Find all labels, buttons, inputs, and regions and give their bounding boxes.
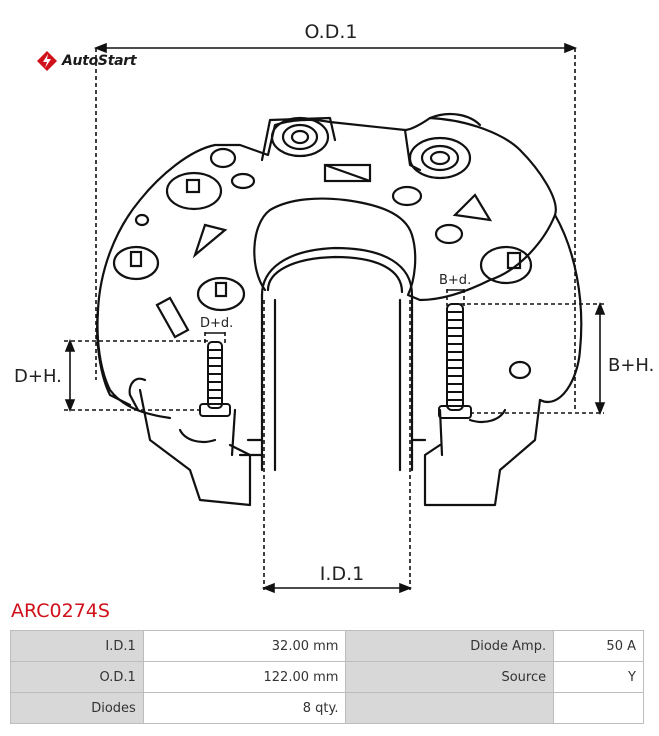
id-label: I.D.1 (320, 563, 364, 585)
table-row: O.D.1 122.00 mm Source Y (10, 661, 644, 693)
table-row: I.D.1 32.00 mm Diode Amp. 50 A (10, 630, 644, 662)
od-label: O.D.1 (305, 21, 358, 43)
bh-label: B+H. (608, 355, 654, 376)
rectifier-outline (96, 116, 557, 420)
spec-value: 50 A (553, 630, 644, 662)
spec-label: Diodes (10, 692, 144, 724)
spec-value: 122.00 mm (142, 661, 347, 693)
spec-label: Source (345, 661, 555, 693)
spec-label: O.D.1 (10, 661, 144, 693)
spec-label: Diode Amp. (345, 630, 555, 662)
dh-label: D+H. (14, 366, 62, 387)
spec-value: 8 qty. (142, 692, 347, 724)
bd-label: B+d. (439, 273, 471, 288)
technical-drawing: O.D.1 I.D.1 D+H. D+d. B+H. B+d. AutoStar… (14, 21, 654, 594)
logo-text: AutoStart (62, 53, 137, 69)
rectifier-drawing: O.D.1 I.D.1 D+H. D+d. B+H. B+d. (14, 21, 654, 594)
spec-label (345, 692, 555, 724)
autostart-logo-icon (37, 51, 57, 71)
spec-value: 32.00 mm (142, 630, 347, 662)
dd-label: D+d. (200, 316, 233, 331)
table-row: Diodes 8 qty. (10, 692, 644, 724)
spec-value: Y (553, 661, 644, 693)
autostart-logo: AutoStart (36, 50, 137, 72)
specs-table: I.D.1 32.00 mm Diode Amp. 50 A O.D.1 122… (10, 630, 644, 724)
part-code: ARC0274S (11, 600, 110, 622)
spec-value (553, 692, 644, 724)
spec-label: I.D.1 (10, 630, 144, 662)
